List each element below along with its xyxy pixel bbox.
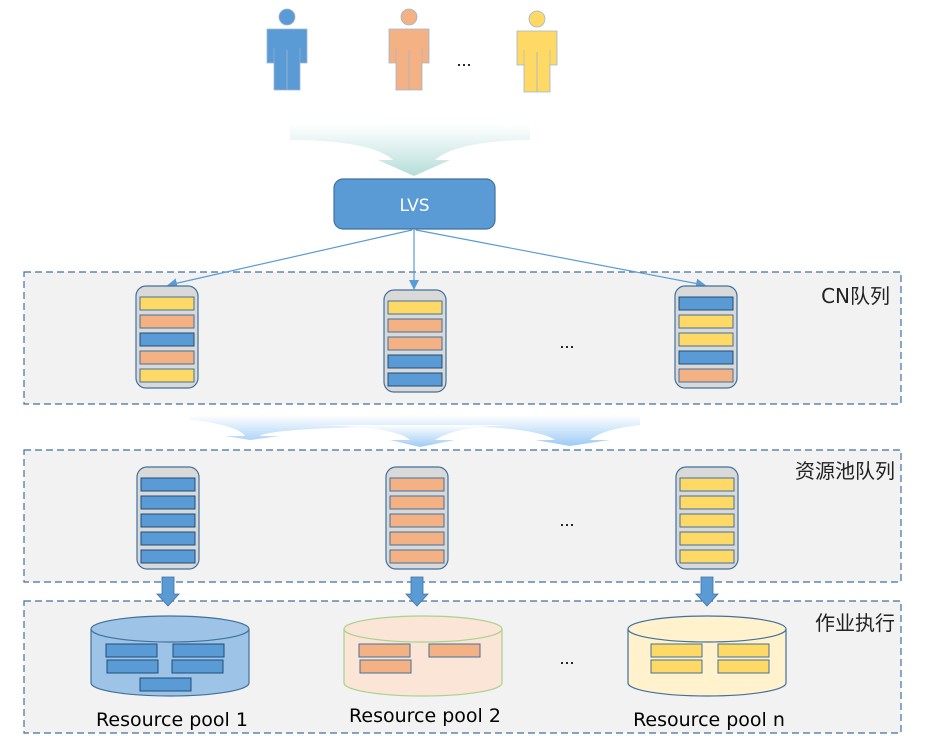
queue-item (139, 296, 195, 311)
queue-item (678, 314, 734, 329)
down-arrow-icon (405, 576, 429, 607)
cn-to-pool-queue-flow-arrow (190, 415, 640, 446)
job-block (172, 643, 225, 658)
cn-to-pool-queue-flow-arrow-center (300, 425, 520, 447)
job-block (717, 659, 770, 674)
users-group (266, 8, 558, 93)
queue (136, 466, 200, 570)
job-block (171, 659, 224, 674)
users-to-lvs-flow-arrow (290, 124, 530, 176)
queue-item (387, 318, 443, 333)
resource-pool-3: Resource pool n (627, 615, 787, 731)
resource-pool-2: Resource pool 2 (343, 615, 503, 727)
queue-item (678, 368, 734, 383)
pool-queue-ellipsis: ... (559, 510, 574, 530)
person-icon (388, 8, 430, 91)
queue-item (389, 549, 445, 564)
queue-item (139, 350, 195, 365)
lvs-label: LVS (399, 196, 429, 216)
queue-item (140, 477, 196, 492)
queue-item (389, 495, 445, 510)
job-block (139, 677, 192, 692)
queue-item (389, 513, 445, 528)
queue (135, 285, 199, 389)
queue-item (678, 332, 734, 347)
down-arrows (156, 576, 719, 607)
queue-item (139, 368, 195, 383)
person-icon (516, 10, 558, 93)
queue-item (389, 477, 445, 492)
queue-item (679, 549, 735, 564)
resource-pool-1: Resource pool 1 (90, 615, 250, 731)
queue (383, 289, 447, 393)
queue-item (678, 350, 734, 365)
resource-pool-label: Resource pool 2 (349, 705, 501, 727)
queue-item (140, 513, 196, 528)
resource-pool-label: Resource pool 1 (96, 709, 248, 731)
job-block (428, 643, 481, 658)
job-block (358, 643, 411, 658)
lvs-box: LVS (333, 178, 496, 230)
queue-item (140, 495, 196, 510)
queue-item (387, 300, 443, 315)
queue-item (140, 549, 196, 564)
queue-item (139, 332, 195, 347)
job-block (359, 659, 412, 674)
users-ellipsis: ... (456, 50, 471, 70)
queue-item (679, 513, 735, 528)
queue-item (679, 495, 735, 510)
job-execution-label: 作业执行 (815, 611, 895, 635)
job-block (717, 643, 770, 658)
queue-item (389, 531, 445, 546)
cn-queues (135, 285, 738, 393)
cn-ellipsis: ... (559, 332, 574, 352)
job-block (650, 659, 703, 674)
pool-queue-label: 资源池队列 (795, 459, 895, 483)
queue-item (140, 531, 196, 546)
queue (385, 466, 449, 570)
queue-item (679, 477, 735, 492)
person-icon (266, 8, 308, 91)
queue-item (679, 531, 735, 546)
resource-pool-label: Resource pool n (633, 709, 785, 731)
job-block (650, 643, 703, 658)
queue-item (387, 336, 443, 351)
down-arrow-icon (695, 576, 719, 607)
queue-item (387, 372, 443, 387)
resource-pools: Resource pool 1 Resource pool 2 Resource p… (90, 615, 787, 731)
lvs-to-cn1-arrow (167, 229, 413, 289)
job-block (106, 659, 159, 674)
queue (675, 466, 739, 570)
pool-queues (136, 466, 739, 570)
queue-item (139, 314, 195, 329)
queue-item (387, 354, 443, 369)
lvs-to-cn3-arrow (415, 229, 706, 289)
queue (674, 285, 738, 389)
down-arrow-icon (156, 576, 180, 607)
job-block (105, 643, 158, 658)
exec-ellipsis: ... (559, 648, 574, 668)
queue-item (678, 296, 734, 311)
cn-queue-label: CN队列 (821, 284, 890, 308)
